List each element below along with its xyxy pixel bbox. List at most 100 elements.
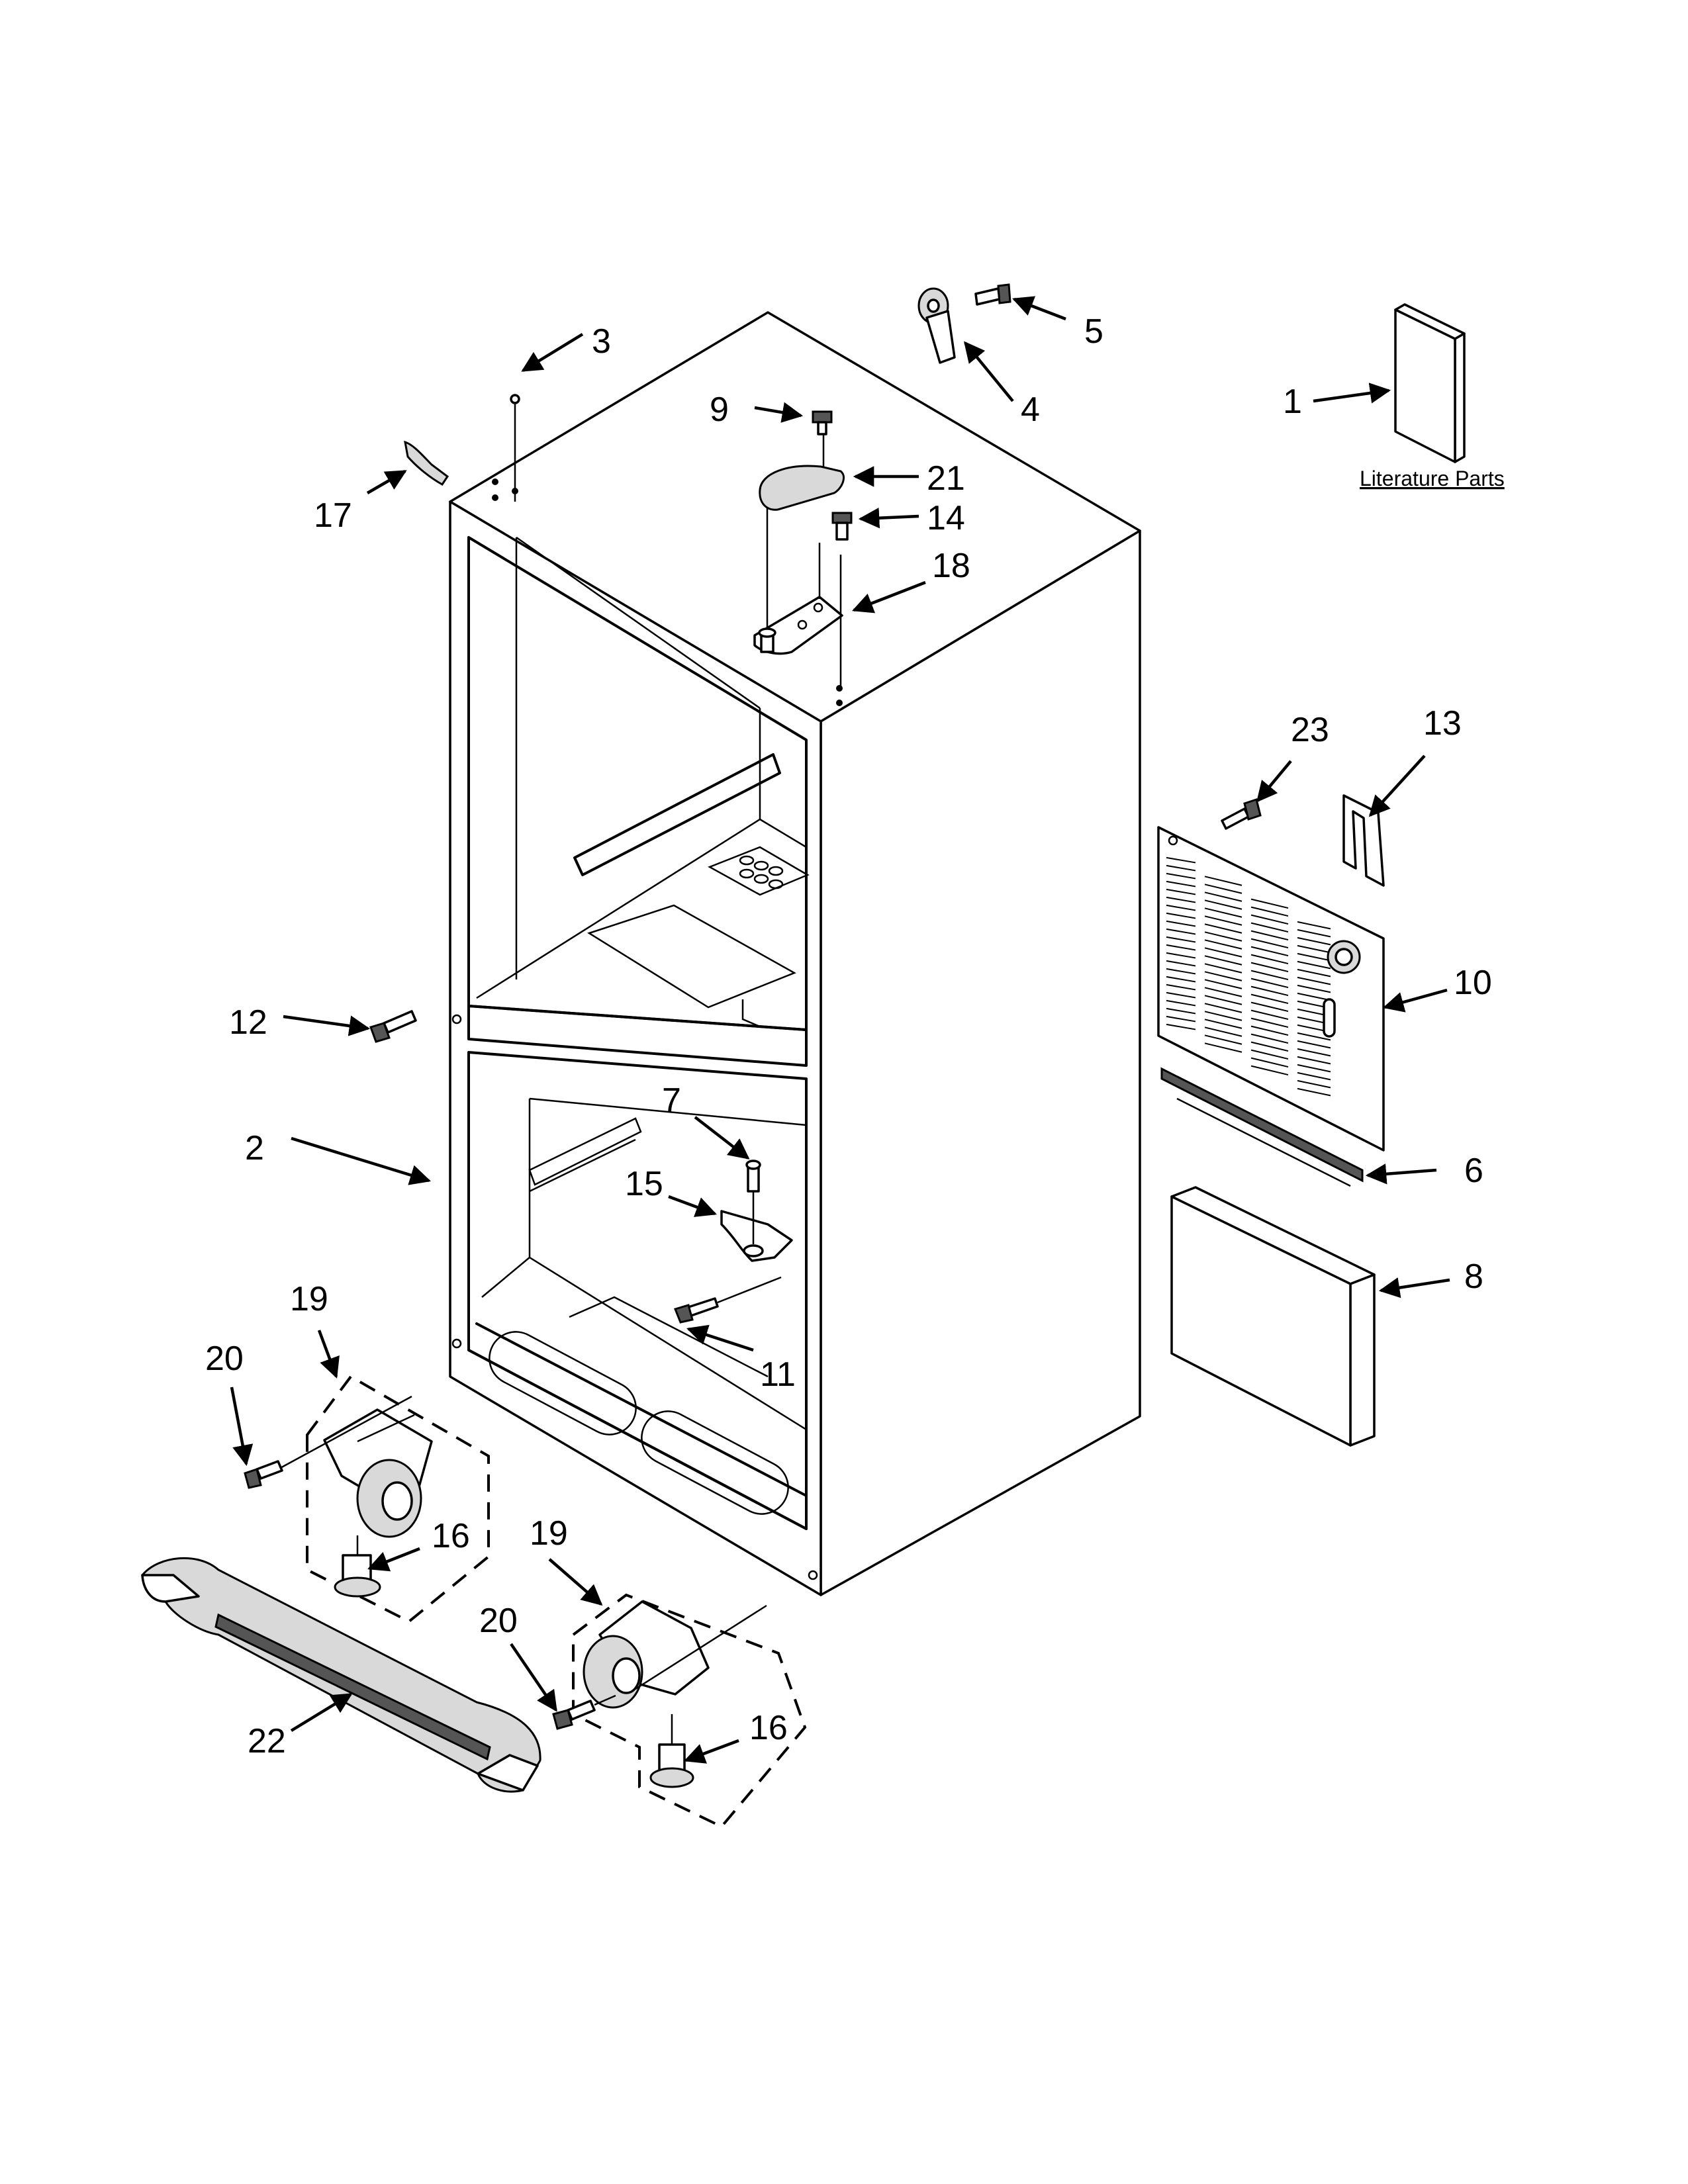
leader-arrows [230, 296, 1450, 1764]
lower-hinge-parts[interactable] [673, 1160, 793, 1324]
grille-slat [1204, 884, 1243, 894]
grille-slat [1166, 912, 1196, 919]
grille-slat [1297, 952, 1331, 962]
grille-slat [1250, 993, 1289, 1005]
callout-20-left: 20 [205, 1340, 244, 1378]
grille-slat [1204, 939, 1243, 950]
grille-slat [1166, 991, 1196, 999]
grille-slat [1204, 1011, 1243, 1021]
callout-20-right: 20 [479, 1602, 518, 1640]
grille-slat [1250, 898, 1289, 909]
grille-slat [1204, 971, 1243, 981]
grille-slat [1166, 872, 1196, 880]
grille-slat [1166, 920, 1196, 927]
callout-14: 14 [927, 499, 965, 537]
grille-slat [1166, 864, 1196, 872]
callout-1: 1 [1283, 383, 1302, 421]
grille-slat [1297, 976, 1331, 985]
cabinet[interactable] [449, 311, 1141, 1596]
grille-slat [1297, 1040, 1331, 1049]
grille-slat [1204, 987, 1243, 997]
gasket-part[interactable] [1160, 1067, 1364, 1183]
grille-slat [1250, 930, 1289, 941]
grille-slat [1250, 1065, 1289, 1076]
grille-slat [1166, 928, 1196, 935]
grille-slat [1166, 904, 1196, 911]
grille-slat [1204, 995, 1243, 1005]
grille-slat [1166, 856, 1196, 864]
callout-19-right: 19 [530, 1514, 568, 1553]
grille-slat [1166, 880, 1196, 887]
grille-slat [1297, 1048, 1331, 1057]
door-stop-part[interactable] [917, 283, 1011, 364]
callout-18: 18 [932, 547, 970, 585]
grille-slat [1250, 1049, 1289, 1060]
grille-slat [1204, 899, 1243, 910]
literature-booklet[interactable]: Literature Parts [1360, 303, 1505, 490]
grille-slat [1204, 907, 1243, 918]
callout-13: 13 [1423, 704, 1462, 743]
callout-2: 2 [245, 1129, 264, 1167]
callout-17: 17 [314, 496, 352, 535]
grille-slat [1204, 1042, 1243, 1053]
base-grille-part[interactable] [141, 1557, 541, 1793]
grille-slat [1250, 914, 1289, 925]
grille-slat [1297, 968, 1331, 978]
roller-assembly-left[interactable] [244, 1375, 490, 1623]
grille-slat [1297, 921, 1331, 930]
callout-8: 8 [1464, 1257, 1483, 1296]
grille-slat [1297, 960, 1331, 970]
callout-19-left: 19 [290, 1280, 328, 1318]
callout-3: 3 [592, 322, 611, 361]
callout-16-right: 16 [749, 1709, 788, 1747]
grille-slat [1166, 888, 1196, 895]
grille-slat [1166, 983, 1196, 991]
grille-slat [1166, 1007, 1196, 1015]
grille-slat [1297, 992, 1331, 1001]
grille-slat [1250, 1033, 1289, 1044]
grille-slat [1166, 968, 1196, 975]
grille-slat [1166, 999, 1196, 1007]
grille-slat [1204, 955, 1243, 966]
grille-slat [1297, 936, 1331, 946]
grille-slat [1250, 946, 1289, 957]
tape-part[interactable] [404, 440, 449, 486]
grille-slat [1166, 944, 1196, 951]
grille-slat [1250, 1025, 1289, 1036]
toe-panel-part[interactable] [1170, 1186, 1376, 1447]
grille-slat [1204, 947, 1243, 958]
top-hinge-assembly[interactable] [510, 394, 853, 688]
callout-11: 11 [760, 1355, 796, 1394]
grille-slat [1250, 978, 1289, 989]
screw-12[interactable] [369, 1010, 417, 1043]
callout-23: 23 [1291, 711, 1329, 749]
grille-slat [1204, 963, 1243, 974]
grille-slat [1297, 944, 1331, 954]
grille-slat [1166, 1015, 1196, 1023]
clip-part[interactable] [1342, 794, 1385, 887]
grille-slat [1250, 922, 1289, 933]
grille-slat [1166, 960, 1196, 967]
grille-slat [1297, 1032, 1331, 1041]
callout-15: 15 [625, 1165, 663, 1203]
grille-slat [1250, 962, 1289, 973]
roller-assembly-right[interactable] [552, 1593, 807, 1829]
grille-part[interactable] [1157, 798, 1385, 1152]
callout-22: 22 [248, 1722, 286, 1760]
grille-slat [1297, 929, 1331, 938]
callout-4: 4 [1021, 390, 1040, 429]
grille-slat [1166, 952, 1196, 959]
grille-slat [1204, 923, 1243, 934]
grille-slat [1166, 936, 1196, 943]
callout-16-left: 16 [432, 1517, 470, 1555]
callout-10: 10 [1454, 964, 1492, 1002]
grille-slat [1204, 876, 1243, 886]
grille-slat [1250, 985, 1289, 997]
grille-slat [1250, 970, 1289, 981]
grille-slat [1250, 1017, 1289, 1028]
grille-slat [1297, 1087, 1331, 1097]
grille-slat [1204, 891, 1243, 902]
grille-slat [1166, 1023, 1196, 1030]
callout-9: 9 [710, 390, 729, 429]
